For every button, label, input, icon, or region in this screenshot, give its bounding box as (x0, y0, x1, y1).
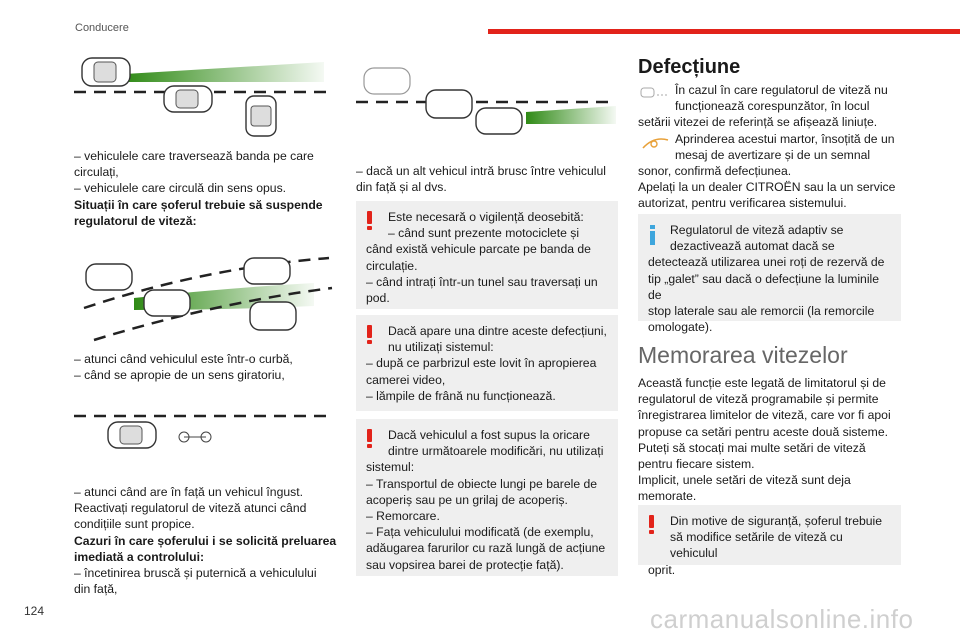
car-icon (475, 107, 523, 135)
car-icon (163, 85, 213, 113)
car-icon (363, 67, 411, 95)
car-icon (245, 95, 277, 137)
car-icon (107, 421, 157, 449)
warning-exclamation-icon (366, 429, 374, 448)
warning-note-failures: Dacă apare una dintre aceste defecțiuni,… (356, 315, 618, 411)
illustration-narrow-vehicle (74, 414, 334, 449)
col3-memorize-text: Această funcție este legată de limitator… (638, 376, 891, 504)
col2-text-a: – dacă un alt vehicul intră brusc între … (356, 164, 606, 195)
cruise-control-warning-icon (642, 138, 669, 149)
car-icon (249, 301, 297, 331)
warning-note-safety: Din motive de siguranță, șoferul trebuie… (638, 505, 901, 577)
warning-exclamation-icon (366, 211, 374, 230)
col1-text-c: – atunci când are în față un vehicul îng… (74, 485, 337, 597)
illustration-cut-in (356, 67, 616, 135)
info-icon (649, 225, 656, 245)
radar-beam (124, 62, 324, 82)
car-icon (143, 289, 191, 317)
warning-exclamation-icon (366, 325, 374, 344)
info-note-adaptive: Regulatorul de viteză adaptiv se dezacti… (638, 214, 901, 334)
running-header: Conducere (75, 22, 129, 34)
car-icon (243, 257, 291, 285)
header-accent-bar (488, 29, 960, 34)
motorcycle-icon (178, 431, 212, 443)
car-icon (85, 263, 133, 291)
car-icon (425, 89, 473, 119)
dashes-display-icon (640, 87, 669, 98)
section-title-defect: Defecțiune (638, 56, 741, 78)
col3-defect-text: În cazul în care regulatorul de viteză n… (638, 83, 896, 211)
page-number: 124 (24, 604, 45, 618)
col1-text-a: – vehiculele care traversează banda pe c… (74, 149, 323, 228)
warning-exclamation-icon (648, 515, 656, 534)
illustration-curve (83, 256, 333, 342)
col1-text-b: – atunci când vehiculul este într-o curb… (74, 352, 293, 383)
car-icon (81, 57, 131, 87)
illustration-crossing-vehicles (74, 57, 334, 137)
warning-note-modifications: Dacă vehiculul a fost supus la oricare d… (356, 419, 618, 576)
warning-note-vigilance: Este necesară o vigilență deosebită: – c… (356, 201, 618, 309)
section-title-memorize: Memorarea vitezelor (638, 342, 848, 368)
watermark: carmanualsonline.info (650, 604, 914, 634)
